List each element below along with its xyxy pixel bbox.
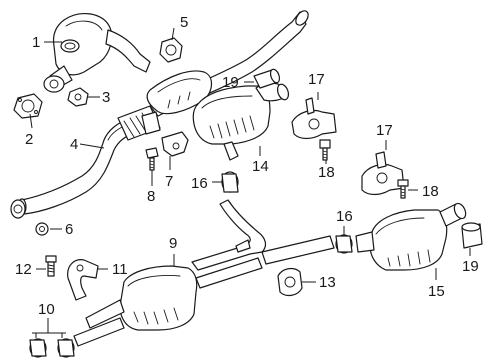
callout-17-upper: 17 <box>308 71 325 88</box>
callout-8: 8 <box>147 188 155 205</box>
nut-3 <box>67 87 89 107</box>
clamp-17-lower <box>361 151 405 196</box>
callout-10: 10 <box>38 301 55 318</box>
callout-13: 13 <box>319 274 336 291</box>
clamp-16-upper <box>221 171 239 193</box>
leader-lines <box>29 27 471 338</box>
gasket-6 <box>35 222 49 236</box>
clamp-16-lower <box>335 234 353 254</box>
callout-labels: 1 2 3 4 5 6 7 8 9 10 11 12 13 14 15 16 1… <box>15 14 479 318</box>
callout-4: 4 <box>70 136 78 153</box>
callout-12: 12 <box>15 261 32 278</box>
callout-2: 2 <box>25 131 33 148</box>
callout-6: 6 <box>65 221 73 238</box>
gasket-2 <box>13 93 43 119</box>
hanger-7 <box>141 111 189 157</box>
callout-1: 1 <box>32 34 40 51</box>
callout-15: 15 <box>428 283 445 300</box>
callout-18-lower: 18 <box>422 183 439 200</box>
clamp-13 <box>277 267 303 297</box>
center-muffler-9 <box>73 235 335 347</box>
bolt-18-upper <box>319 139 331 161</box>
callout-3: 3 <box>102 89 110 106</box>
callout-19-upper: 19 <box>222 74 239 91</box>
callout-5: 5 <box>180 14 188 31</box>
callout-18-upper: 18 <box>318 164 335 181</box>
clamp-17-upper <box>291 97 337 140</box>
callout-19-lower: 19 <box>462 258 479 275</box>
callout-16-lower: 16 <box>336 208 353 225</box>
callout-11: 11 <box>112 261 128 278</box>
callout-9: 9 <box>169 235 177 252</box>
catalytic-converter <box>43 13 151 93</box>
tailpipe-tip-19-upper <box>253 68 281 89</box>
rear-muffler <box>355 202 467 271</box>
callout-17-lower: 17 <box>376 122 393 139</box>
hanger-11 <box>67 259 99 301</box>
clamp-10-a <box>29 338 47 358</box>
callout-7: 7 <box>165 173 173 190</box>
bolt-8 <box>145 147 159 171</box>
tailpipe-tip-19-lower <box>461 222 483 249</box>
center-muffler <box>192 82 290 161</box>
callout-16-upper: 16 <box>191 175 208 192</box>
rear-intermediate-pipe <box>191 199 267 271</box>
callout-14: 14 <box>252 158 269 175</box>
gasket-5 <box>159 37 183 63</box>
bolt-18-lower <box>397 179 409 199</box>
bolt-12 <box>45 255 57 277</box>
clamp-10-b <box>57 338 75 358</box>
